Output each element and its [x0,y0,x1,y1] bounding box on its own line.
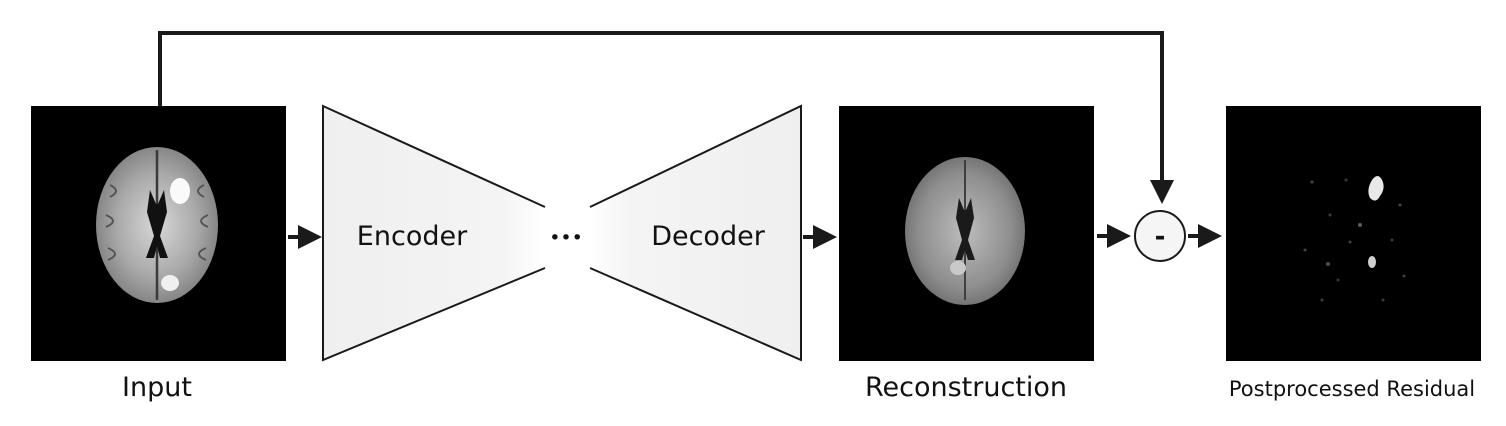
residual-image [1226,106,1481,361]
input-label: Input [122,372,192,403]
subtraction-operator: - [1134,210,1186,262]
reconstruction-image [839,106,1094,361]
brain-mri-icon [905,157,1025,305]
operator-symbol: - [1155,222,1166,252]
decoder-block [590,106,801,360]
skip-connection [158,31,1174,204]
reconstruction-label: Reconstruction [865,372,1067,403]
encoder-block [323,106,545,360]
brain-mri-icon [96,147,218,303]
input-image [31,106,286,361]
encoder-label: Encoder [357,221,468,252]
latent-dots: ••• [549,227,583,249]
residual-map-icon [1303,176,1406,302]
residual-label: Postprocessed Residual [1229,377,1475,401]
decoder-label: Decoder [651,221,766,252]
